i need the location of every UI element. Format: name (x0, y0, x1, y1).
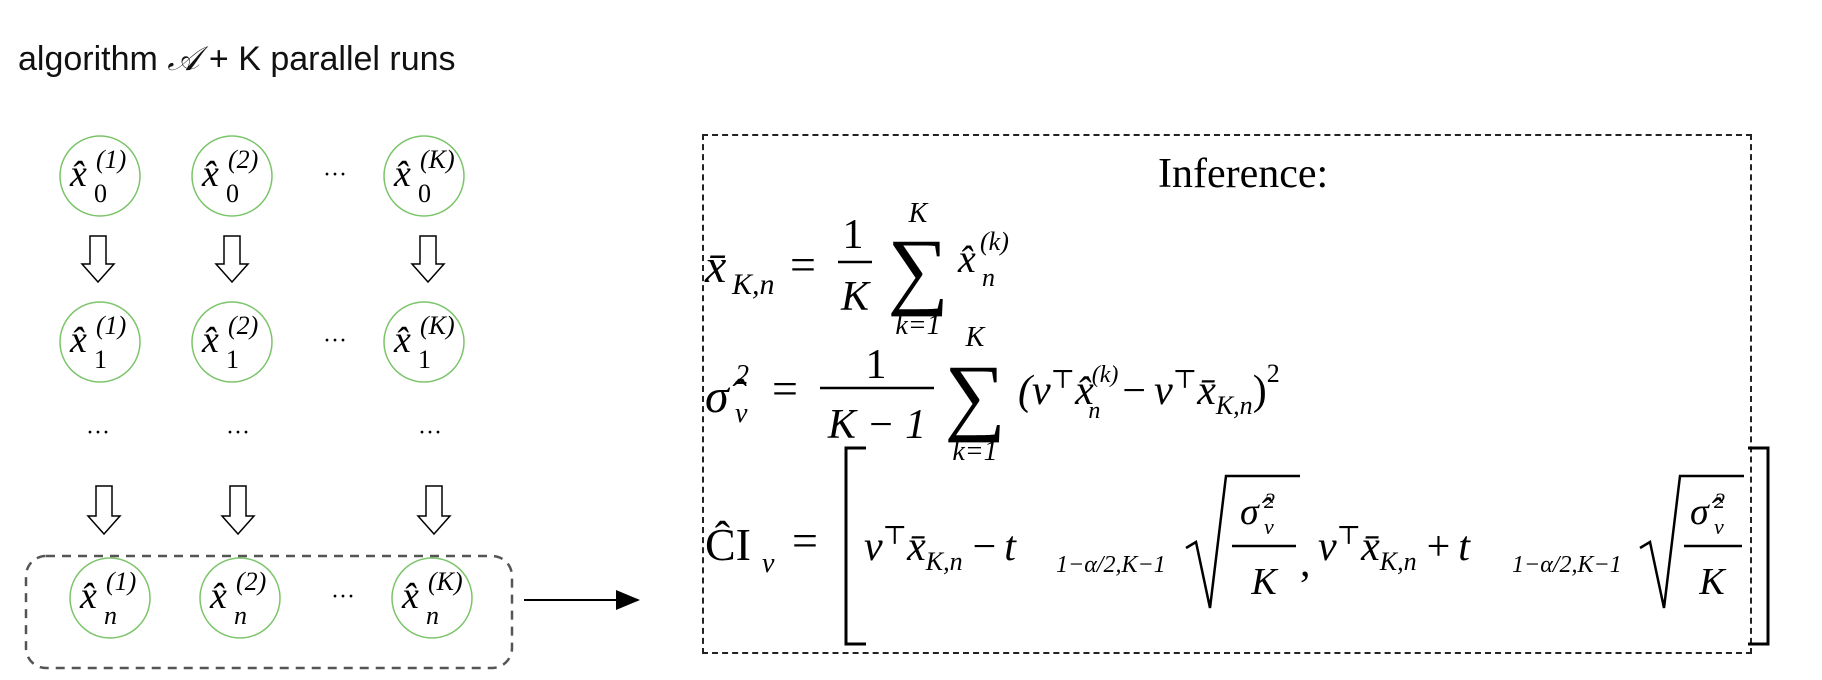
eq3-sigma-right-sub: v (1714, 514, 1724, 539)
node-subscript: 1 (94, 345, 107, 374)
node-superscript: (1) (106, 567, 136, 596)
node-superscript: (2) (236, 567, 266, 596)
eq1-frac-den: K (840, 274, 871, 320)
node-subscript: n (426, 601, 439, 630)
node-circle (199, 557, 281, 639)
eq2-sum-bottom: k=1 (952, 436, 997, 467)
node-superscript: (1) (96, 145, 126, 174)
down-arrow-icon (220, 485, 256, 536)
eq2-lhs-sup: 2 (735, 360, 749, 391)
node-subscript: 0 (94, 179, 107, 208)
eq1-lhs: x̄ (704, 240, 726, 293)
node-circle (59, 135, 141, 217)
node-superscript: (K) (420, 311, 455, 340)
down-arrow-icon (410, 235, 446, 284)
eq1-term-sup: (k) (980, 227, 1009, 256)
equation-mean: x̄ K,n = 1 K K ∑ k=1 x̂ (k) n (704, 198, 1009, 341)
eq1-frac-num: 1 (843, 212, 864, 258)
eq2-sum-top: K (965, 322, 986, 353)
node-subscript: 0 (418, 179, 431, 208)
node-symbol: x̂ (69, 153, 87, 195)
node-circle (383, 135, 465, 217)
ellipsis: ··· (418, 420, 442, 446)
eq1-sum-sign: ∑ (887, 221, 948, 317)
equation-variance: σ̂ 2 v = 1 K − 1 K ∑ k=1 (v⊤x̂(k)n−v⊤x̄K… (705, 322, 1280, 467)
eq3-t-sub-right: 1−α/2,K−1 (1512, 552, 1622, 578)
eq3-equals: = (792, 515, 818, 566)
node-symbol: x̂ (201, 153, 219, 195)
eq3-lhs: ĈI (705, 519, 751, 570)
node-circle (191, 135, 273, 217)
ellipsis: ··· (331, 584, 355, 610)
eq2-frac-den: K − 1 (827, 402, 926, 448)
eq3-sqrt-right (1639, 474, 1744, 609)
eq1-term: x̂ (957, 236, 976, 281)
eq3-lower-bound: v⊤x̄K,n−t (864, 521, 1017, 576)
ellipsis: ··· (86, 420, 110, 446)
node-symbol: x̂ (201, 319, 219, 361)
node-symbol: x̂ (393, 153, 411, 195)
eq3-t-sub-left: 1−α/2,K−1 (1056, 552, 1166, 578)
eq2-frac-num: 1 (866, 342, 887, 388)
node-subscript: 1 (226, 345, 239, 374)
eq1-term-sub: n (982, 263, 995, 292)
eq1-equals: = (790, 239, 816, 290)
inference-title: Inference: (1158, 151, 1329, 197)
eq1-lhs-sub: K,n (731, 268, 775, 301)
equation-confidence-interval: ĈI v = v⊤x̄K,n−t 1−α/2,K−1 σ̂ 2 v K , v⊤… (705, 446, 1770, 646)
ellipsis: ··· (323, 328, 347, 354)
ellipsis: ··· (226, 420, 250, 446)
eq3-sigma-left-sub: v (1264, 514, 1274, 539)
node-superscript: (1) (96, 311, 126, 340)
node-superscript: (2) (228, 145, 258, 174)
down-arrow-icon (80, 235, 116, 284)
node-superscript: (K) (420, 145, 455, 174)
final-estimates-box (24, 554, 514, 670)
node-symbol: x̂ (393, 319, 411, 361)
eq2-sum-sign: ∑ (944, 347, 1005, 443)
node-circle (383, 301, 465, 383)
node-superscript: (2) (228, 311, 258, 340)
inference-box (702, 134, 1752, 654)
eq3-sqrt-left (1185, 474, 1300, 609)
eq3-sigma-left-sup: 2 (1264, 488, 1275, 513)
eq2-equals: = (772, 363, 798, 414)
node-symbol: x̂ (401, 575, 419, 617)
eq1-sum-bottom: k=1 (895, 310, 940, 341)
title-suffix: + K parallel runs (208, 40, 456, 78)
node-symbol: x̂ (209, 575, 227, 617)
ellipsis: ··· (323, 162, 347, 188)
node-subscript: 1 (418, 345, 431, 374)
eq3-sigma-right-sup: 2 (1714, 488, 1725, 513)
down-arrow-icon (416, 485, 452, 536)
node-symbol: x̂ (69, 319, 87, 361)
eq3-comma: , (1300, 540, 1311, 586)
node-circle (59, 301, 141, 383)
node-superscript: (K) (428, 567, 463, 596)
algorithm-symbol: 𝒜 (167, 41, 200, 78)
down-arrow-icon (214, 235, 250, 284)
node-subscript: n (234, 601, 247, 630)
node-circle (69, 557, 151, 639)
eq3-upper-bound: v⊤x̄K,n+t (1318, 521, 1471, 576)
down-arrow-icon (86, 485, 122, 536)
eq3-lhs-sub: v (762, 548, 775, 579)
eq3-k-right: K (1698, 561, 1726, 603)
node-symbol: x̂ (79, 575, 97, 617)
title-prefix: algorithm (18, 40, 158, 78)
eq2-summand: (v⊤x̂(k)n−v⊤x̄K,n)2 (1018, 359, 1280, 424)
node-subscript: 0 (226, 179, 239, 208)
node-circle (191, 301, 273, 383)
eq2-lhs-sub: v (735, 398, 748, 429)
eq3-k-left: K (1250, 561, 1278, 603)
node-subscript: n (104, 601, 117, 630)
eq3-right-bracket (1748, 446, 1770, 646)
eq1-sum-top: K (908, 198, 929, 229)
diagram-title: algorithm 𝒜 + K parallel runs (18, 40, 456, 79)
node-circle (391, 557, 473, 639)
eq3-left-bracket (844, 446, 866, 646)
